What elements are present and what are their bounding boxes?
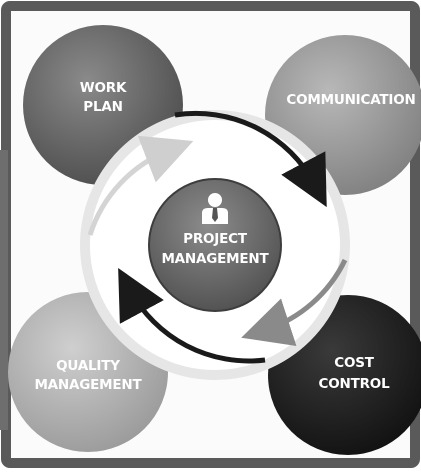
work-plan-label-line-2: PLAN [83, 99, 122, 115]
frame-left-edge [0, 150, 8, 430]
center-label-line-1: PROJECT [183, 231, 248, 247]
arrow-communication-to-cost-control [241, 258, 348, 347]
quality-management-label-line-1: QUALITY [56, 358, 120, 374]
work-plan-label-line-1: WORK [80, 80, 127, 96]
communication-label: COMMUNICATION [286, 92, 415, 108]
center-label-line-2: MANAGEMENT [161, 251, 269, 267]
quality-management-label-line-2: MANAGEMENT [34, 377, 142, 393]
cost-control-label-line-2: CONTROL [319, 376, 391, 392]
arrow-cost-control-to-quality-management [118, 267, 266, 364]
arrow-work-plan-to-communication [174, 110, 327, 208]
cost-control-label-line-1: COST [334, 355, 375, 371]
arrow-quality-management-to-work-plan [87, 135, 194, 236]
person-in-suit-icon [202, 193, 228, 224]
center-circle [148, 178, 282, 312]
